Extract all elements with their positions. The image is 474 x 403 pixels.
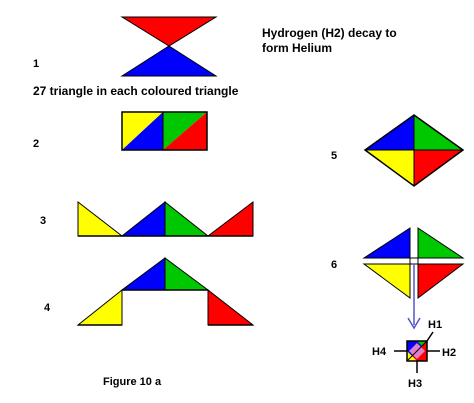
title-line2: form Helium [262,41,332,55]
step-label-4: 4 [44,302,51,314]
step6-arrow-head [407,317,421,330]
step-label-2: 2 [33,138,39,150]
step4-green-triangle [164,257,210,291]
step6-yellow-triangle [362,263,411,299]
step6-split-diamond [362,227,465,330]
hsq-diagonal [406,340,428,362]
h1-connector [426,331,434,342]
step2-outline [121,111,208,151]
step2-rectangle [121,111,208,151]
step-label-3: 3 [40,215,46,227]
step1-red-triangle [120,16,218,47]
hydrogen-square [394,331,440,373]
step3-yellow-triangle [77,200,124,237]
step-label-6: 6 [331,259,337,271]
step3-row [77,200,254,237]
step5-diamond [363,114,465,187]
step6-green-triangle [417,227,465,259]
step3-green-triangle [164,200,210,237]
title-line1: Hydrogen (H2) decay to [262,26,397,40]
step3-blue-triangle [120,200,166,237]
label-h2: H2 [442,347,456,359]
label-h3: H3 [408,378,422,390]
step4-yellow-triangle [76,288,123,326]
step6-red-triangle [417,263,465,300]
step-label-1: 1 [33,58,39,70]
step1-blue-triangle [120,45,218,77]
step6-blue-triangle [362,227,411,259]
step4-blue-triangle [120,257,166,291]
step2-blue-triangle [122,112,163,150]
step3-red-triangle [206,200,254,237]
step2-red-triangle [163,112,207,150]
step-label-5: 5 [331,150,337,162]
step1-hourglass [120,16,218,77]
figure-label: Figure 10 a [103,376,162,388]
step6-center-box [409,257,419,265]
caption: 27 triangle in each coloured triangle [33,84,239,98]
label-h4: H4 [372,346,387,358]
step4-arch [76,257,255,326]
step4-red-triangle [207,288,255,326]
label-h1: H1 [428,319,442,331]
